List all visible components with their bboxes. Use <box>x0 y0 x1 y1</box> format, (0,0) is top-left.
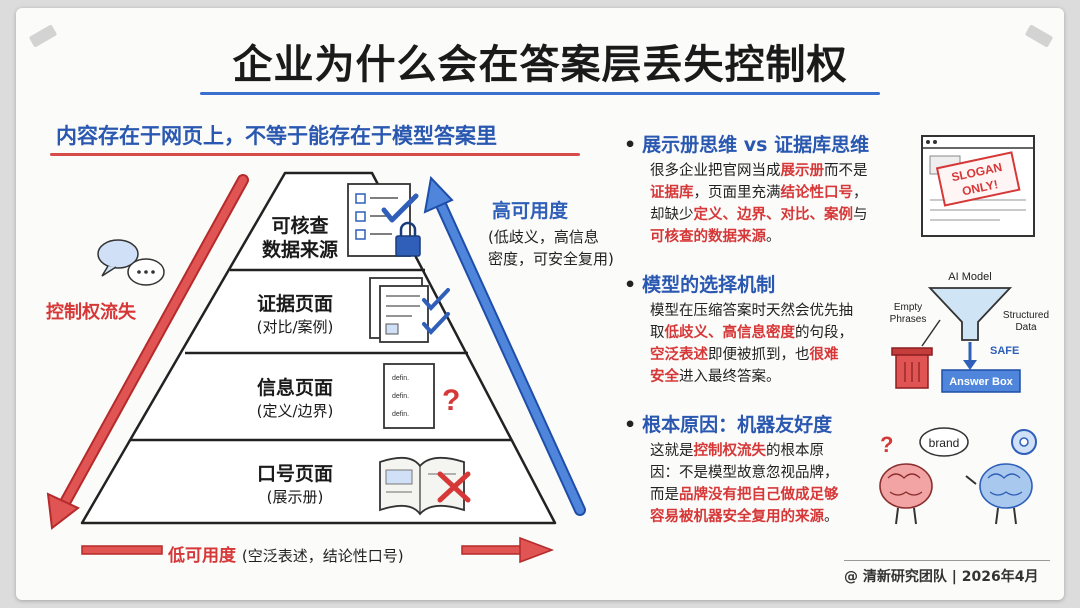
section-line: 可核查的数据来源。 <box>650 226 868 248</box>
body-text: 与 <box>853 207 868 223</box>
highlight-text: 展示册 <box>780 163 825 179</box>
tier-evidence-pages: 证据页面 (对比/案例) <box>235 292 355 338</box>
subtitle-underline <box>50 153 580 156</box>
definition-document-icon: defin. defin. defin. ? <box>383 363 460 429</box>
section-line: 而是品牌没有把自己做成足够 <box>650 484 839 506</box>
highlight-text: 容易被机器安全复用的来源 <box>650 509 824 525</box>
section-line: 空泛表述即便被抓到，也很难 <box>650 344 853 366</box>
section-line: 却缺少定义、边界、对比、案例与 <box>650 204 868 226</box>
highlight-text: 很难 <box>809 347 839 363</box>
highlight-text: 低歧义、高信息密度 <box>664 325 796 341</box>
body-text: 进入最终答案。 <box>679 369 781 385</box>
section-body: 模型在压缩答案时天然会优先抽取低歧义、高信息密度的句段，空泛表述即便被抓到，也很… <box>650 300 853 388</box>
question-mark-icon: ? <box>442 384 460 417</box>
low-usability-main: 低可用度 <box>168 546 236 566</box>
pyramid-shape <box>80 171 557 525</box>
tier-title: 数据来源 <box>261 239 338 261</box>
section-line: 安全进入最终答案。 <box>650 366 853 388</box>
doc-line: defin. <box>392 393 409 400</box>
tier-subtitle: (展示册) <box>266 488 324 506</box>
tier-info-pages: 信息页面 (定义/边界) <box>235 376 355 422</box>
brochure-x-icon <box>379 456 471 516</box>
body-text: 这就是 <box>650 443 694 459</box>
section-line: 因：不是模型故意忽视品牌， <box>650 462 839 484</box>
section-heading-brochure-vs-evidence: •展示册思维 vs 证据库思维 <box>624 134 870 156</box>
high-usability-desc: (低歧义，高信息 <box>488 228 599 246</box>
body-text: 取 <box>650 325 665 341</box>
highlight-text: 证据库 <box>650 185 694 201</box>
highlight-text: 结论性口号 <box>780 185 854 201</box>
body-text: 因：不是模型故意忽视品牌， <box>650 465 839 481</box>
control-loss-arrow <box>46 174 249 530</box>
high-usability-arrow <box>423 175 586 516</box>
low-usability-label: 低可用度 (空泛表述，结论性口号) <box>168 541 404 566</box>
section-line: 模型在压缩答案时天然会优先抽 <box>650 300 853 322</box>
section-body: 很多企业把官网当成展示册而不是证据库，页面里充满结论性口号，却缺少定义、边界、对… <box>650 160 868 248</box>
body-text: 。 <box>824 509 839 525</box>
highlight-text: 定义、边界、对比、案例 <box>693 207 854 223</box>
section-line: 这就是控制权流失的根本原 <box>650 440 839 462</box>
checklist-lock-icon <box>347 183 421 257</box>
body-text: 而是 <box>650 487 679 503</box>
low-usability-arrow <box>81 536 555 564</box>
body-text: 即便被抓到，也 <box>708 347 810 363</box>
doc-line: defin. <box>392 411 409 418</box>
low-usability-note: (空泛表述，结论性口号) <box>241 547 404 565</box>
body-text: 。 <box>766 229 781 245</box>
footer-credit: @ 清新研究团队 | 2026年4月 <box>844 569 1039 585</box>
highlight-text: 控制权流失 <box>693 443 767 459</box>
high-usability-label: 高可用度 <box>492 200 569 222</box>
body-text: ， <box>853 185 868 201</box>
body-text: 模型在压缩答案时天然会优先抽 <box>650 303 853 319</box>
section-heading-root-cause: •根本原因：机器友好度 <box>624 414 833 436</box>
body-text: 的句段， <box>795 325 853 341</box>
section-heading-model-selection: •模型的选择机制 <box>624 274 776 296</box>
subtitle: 内容存在于网页上，不等于能存在于模型答案里 <box>56 124 497 148</box>
title-underline <box>200 92 880 95</box>
body-text: 的根本原 <box>766 443 824 459</box>
page-title: 企业为什么会在答案层丢失控制权 <box>232 42 848 88</box>
highlight-text: 空泛表述 <box>650 347 708 363</box>
section-line: 取低歧义、高信息密度的句段， <box>650 322 853 344</box>
footer-divider <box>844 560 1050 561</box>
evidence-documents-icon <box>369 277 450 343</box>
tier-title: 口号页面 <box>256 463 333 485</box>
chat-bubbles-icon <box>97 239 165 286</box>
highlight-text: 可核查的数据来源 <box>650 229 766 245</box>
body-text: 很多企业把官网当成 <box>650 163 781 179</box>
body-text: ，页面里充满 <box>693 185 781 201</box>
tier-title: 信息页面 <box>256 377 333 399</box>
tier-title: 可核查 <box>271 215 329 237</box>
highlight-text: 安全 <box>650 369 679 385</box>
tier-subtitle: (对比/案例) <box>256 318 334 336</box>
tier-verifiable-data: 可核查 数据来源 <box>250 214 350 262</box>
section-line: 容易被机器安全复用的来源。 <box>650 506 839 528</box>
section-body: 这就是控制权流失的根本原因：不是模型故意忽视品牌，而是品牌没有把自己做成足够容易… <box>650 440 839 528</box>
section-line: 很多企业把官网当成展示册而不是 <box>650 160 868 182</box>
control-loss-label: 控制权流失 <box>46 302 136 323</box>
doc-line: defin. <box>392 375 409 382</box>
tier-title: 证据页面 <box>256 293 333 315</box>
tier-slogan-pages: 口号页面 (展示册) <box>235 462 355 508</box>
highlight-text: 品牌没有把自己做成足够 <box>679 487 839 503</box>
body-text: 而不是 <box>824 163 868 179</box>
body-text: 却缺少 <box>650 207 694 223</box>
section-line: 证据库，页面里充满结论性口号， <box>650 182 868 204</box>
tier-subtitle: (定义/边界) <box>256 402 334 420</box>
high-usability-desc: 密度，可安全复用) <box>488 250 614 268</box>
